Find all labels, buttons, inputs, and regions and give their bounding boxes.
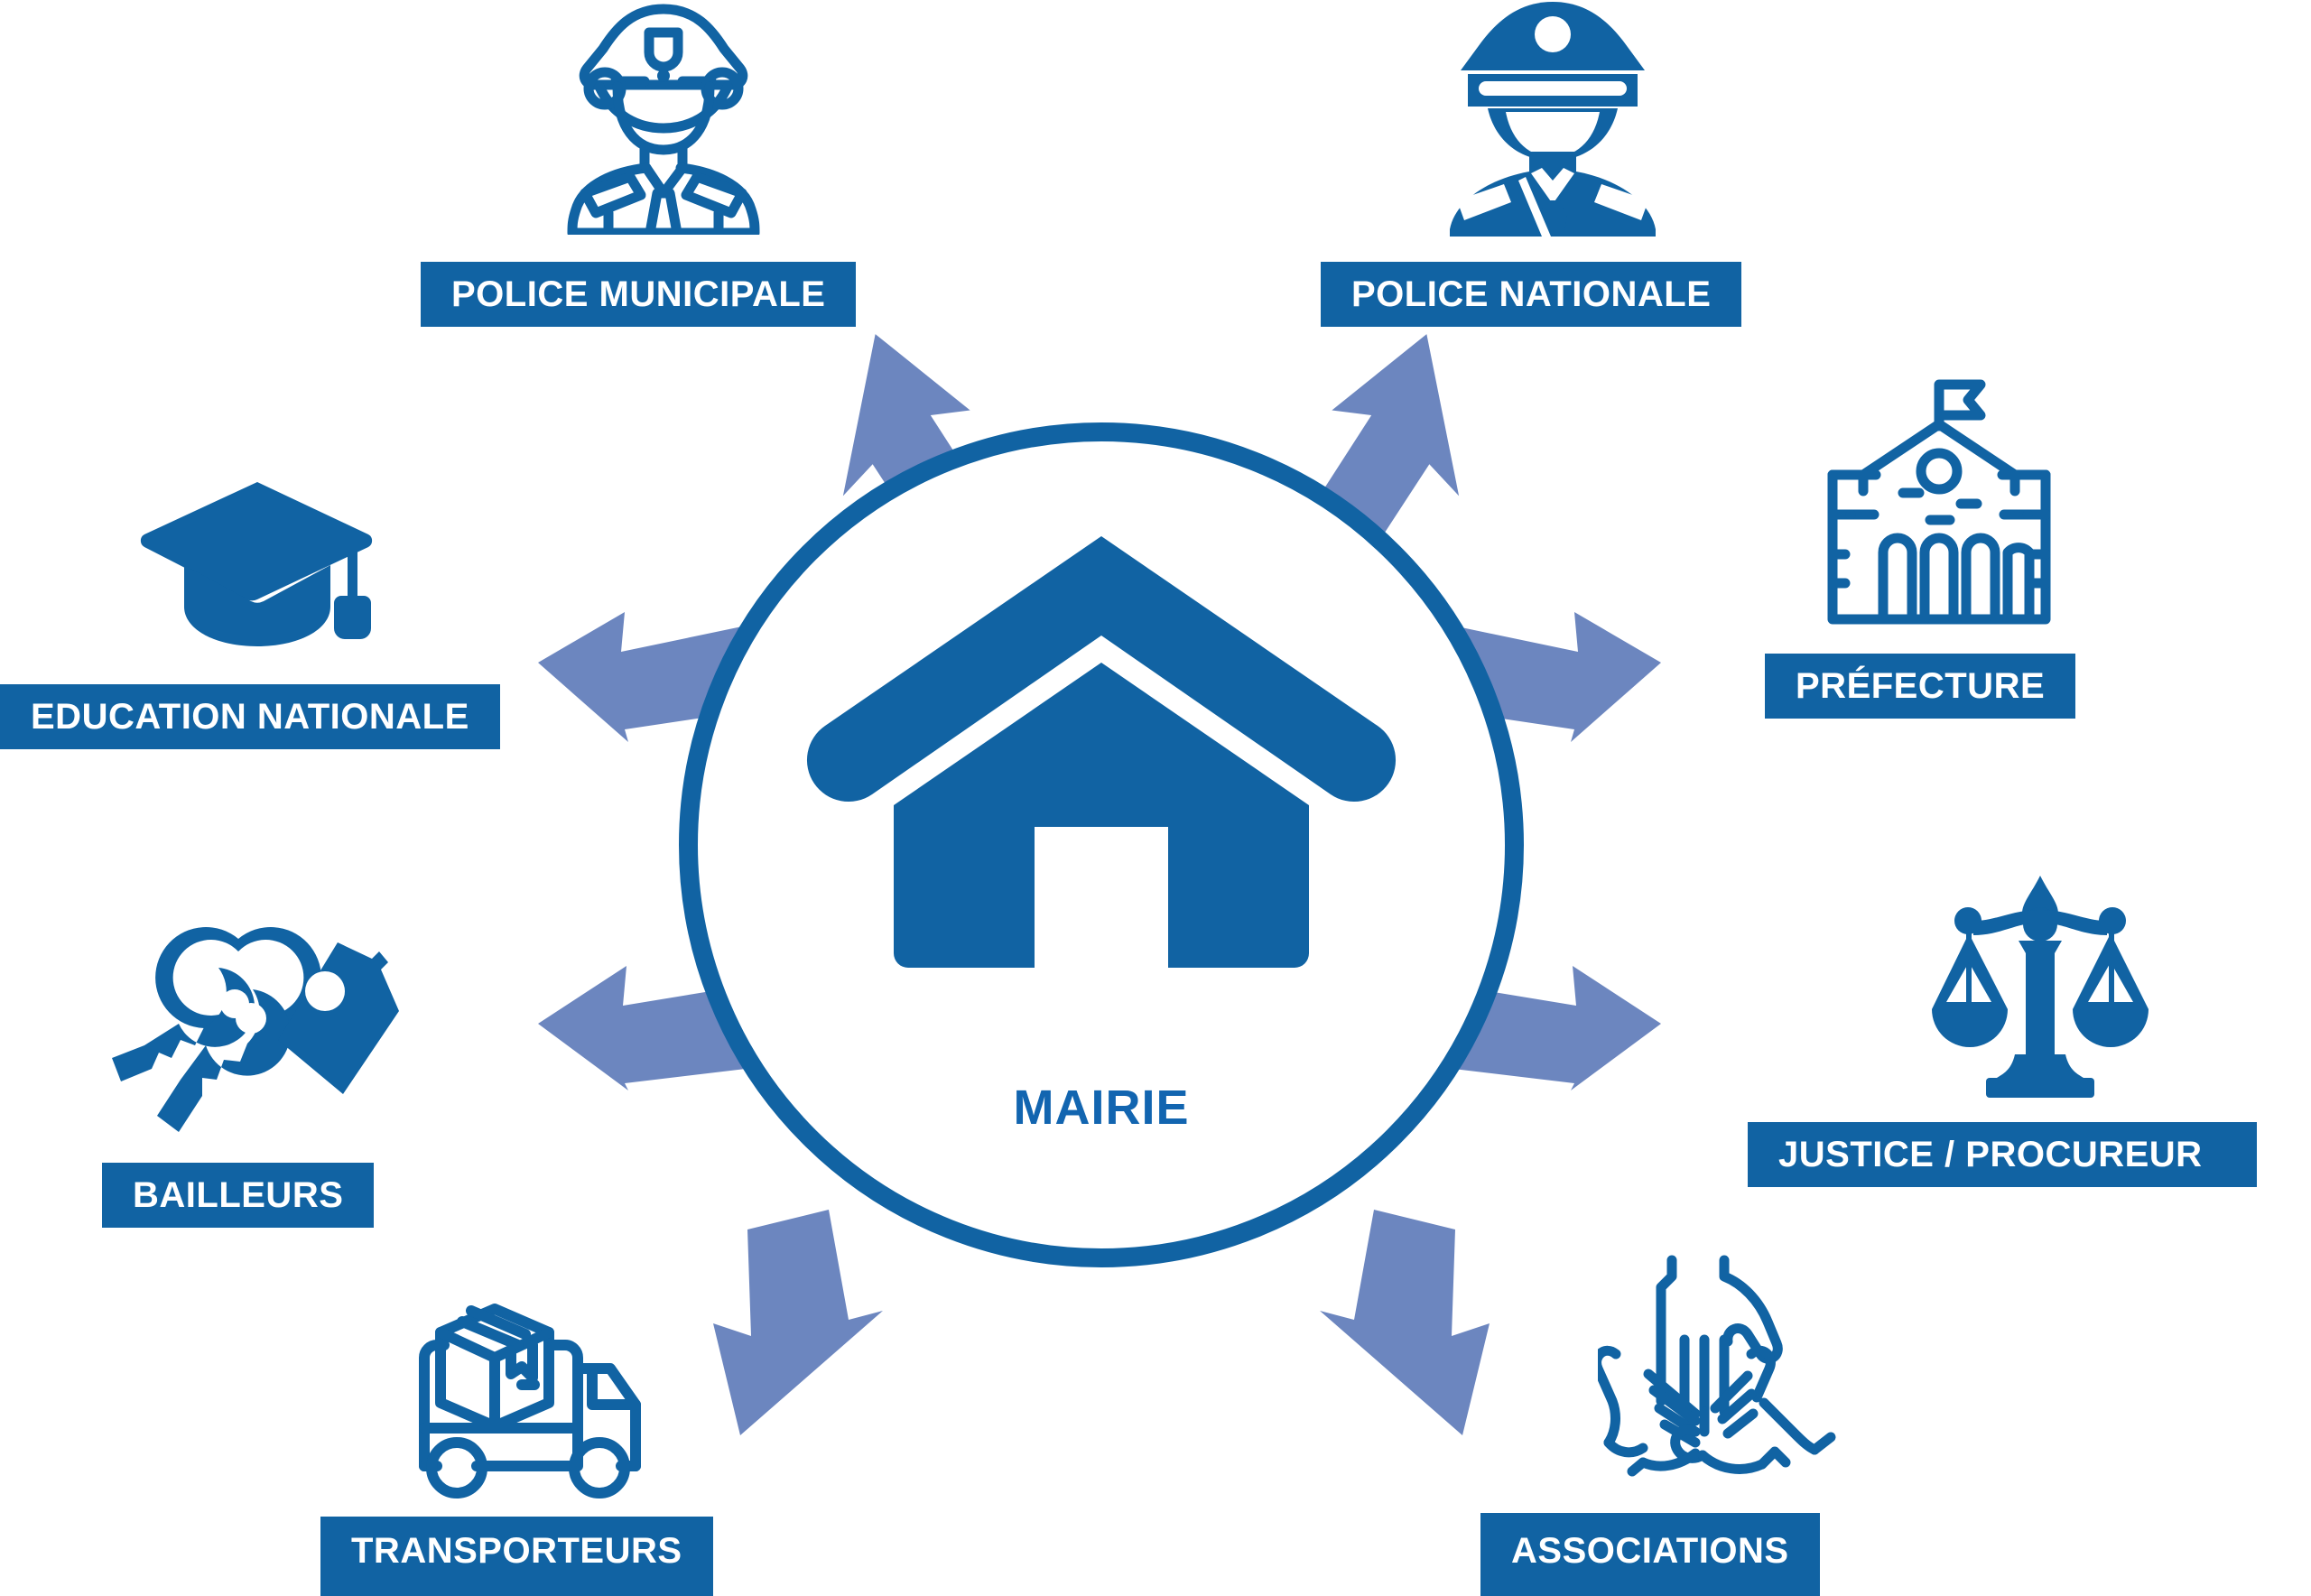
center-label-mairie: MAIRIE (1013, 1081, 1190, 1135)
label-transporteurs[interactable]: TRANSPORTEURS (320, 1517, 713, 1596)
label-police-municipale[interactable]: POLICE MUNICIPALE (421, 262, 857, 327)
graduation-cap-icon (135, 469, 379, 650)
scales-of-justice-icon (1921, 865, 2159, 1103)
label-associations[interactable]: ASSOCIATIONS (1480, 1513, 1820, 1596)
label-education-nationale[interactable]: EDUCATION NATIONALE (0, 684, 500, 749)
house-keys-icon (101, 903, 408, 1137)
police-officer-outline-icon (560, 0, 767, 235)
house-icon (803, 529, 1399, 1053)
government-building-icon (1820, 377, 2058, 632)
police-officer-solid-icon (1435, 0, 1670, 237)
label-police-nationale[interactable]: POLICE NATIONALE (1321, 262, 1742, 327)
center-node-mairie[interactable]: MAIRIE (679, 422, 1524, 1267)
label-bailleurs[interactable]: BAILLEURS (102, 1163, 375, 1228)
label-prefecture[interactable]: PRÉFECTURE (1765, 654, 2076, 719)
label-justice-procureur[interactable]: JUSTICE / PROCUREUR (1748, 1122, 2257, 1187)
delivery-truck-icon (388, 1275, 659, 1500)
joined-hands-icon (1598, 1253, 1869, 1499)
